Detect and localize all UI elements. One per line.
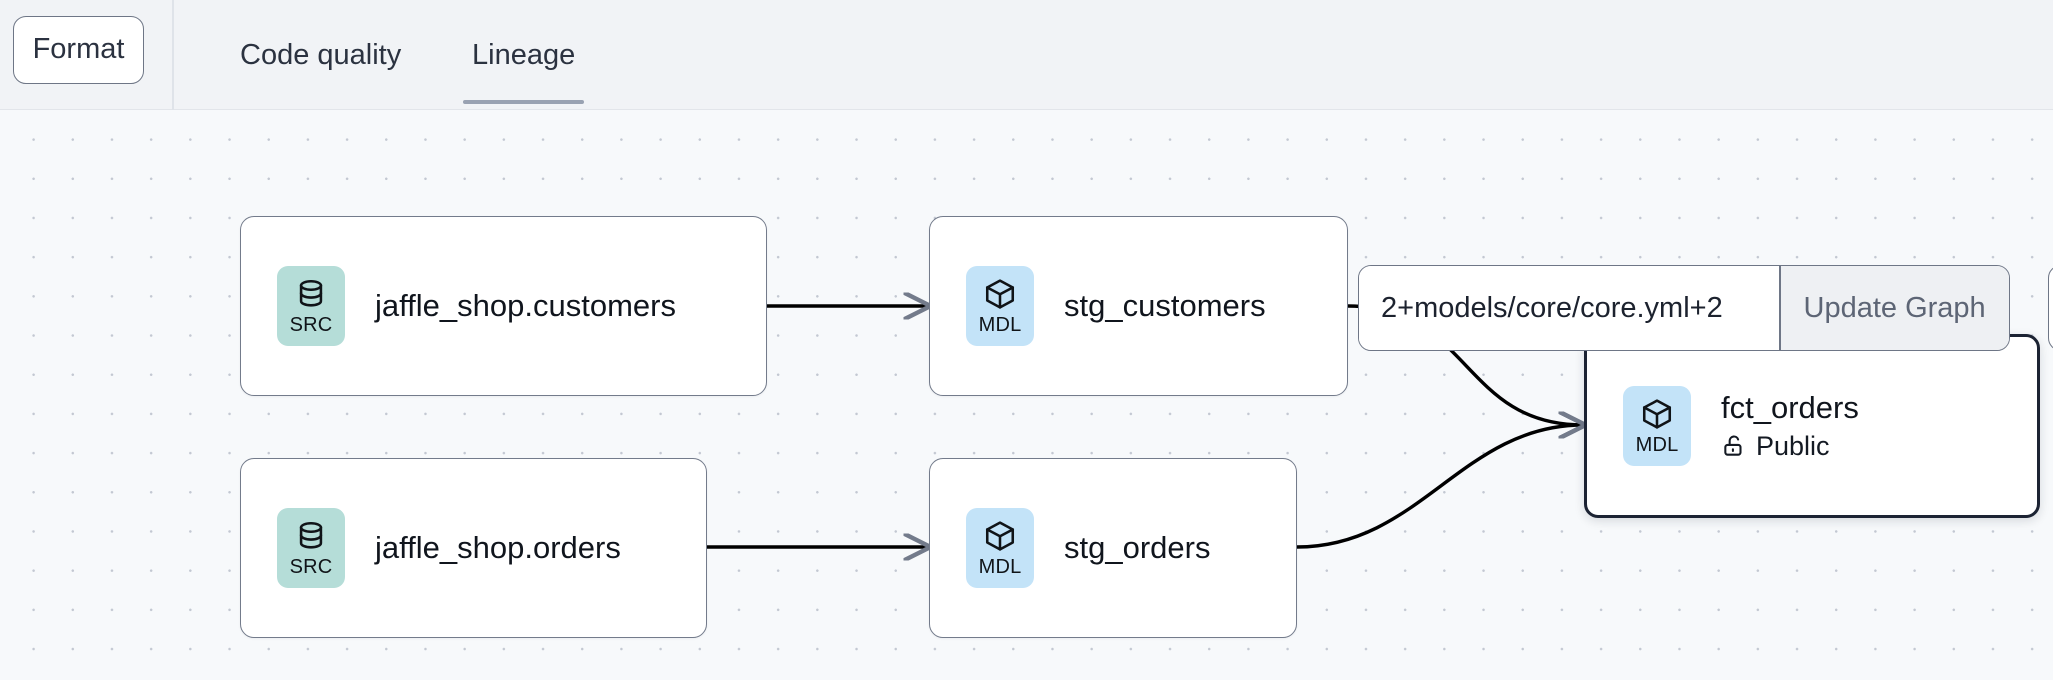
node-title: jaffle_shop.customers <box>375 287 676 323</box>
toolbar-divider <box>172 0 174 110</box>
badge-src: SRC <box>277 508 345 588</box>
badge-src-label: SRC <box>289 556 333 578</box>
selector-divider <box>1779 266 1781 350</box>
editor-toolbar: Format Code quality Lineage <box>0 0 2053 110</box>
canvas-side-control-cropped[interactable] <box>2048 265 2053 351</box>
badge-mdl-label: MDL <box>1635 434 1679 456</box>
node-body: jaffle_shop.customers <box>375 288 676 325</box>
graph-node-jaffle-shop-customers[interactable]: SRC jaffle_shop.customers <box>240 216 767 396</box>
tab-lineage[interactable]: Lineage <box>463 0 585 110</box>
node-body: stg_customers <box>1064 288 1266 325</box>
cube-icon <box>985 279 1015 309</box>
badge-mdl: MDL <box>966 266 1034 346</box>
node-body: stg_orders <box>1064 530 1210 567</box>
badge-mdl-label: MDL <box>978 556 1022 578</box>
graph-selector-input[interactable] <box>1359 266 1779 350</box>
node-title: stg_orders <box>1064 529 1211 565</box>
node-access-label: Public <box>1756 430 1830 461</box>
badge-mdl: MDL <box>1623 386 1691 466</box>
cube-icon <box>985 521 1015 551</box>
node-access-badge: Public <box>1721 431 1859 462</box>
node-body: jaffle_shop.orders <box>375 530 621 567</box>
badge-src-label: SRC <box>289 314 333 336</box>
badge-src: SRC <box>277 266 345 346</box>
tab-lineage-label: Lineage <box>472 38 576 71</box>
edge-stg-orders-to-fct-orders <box>1296 425 1583 549</box>
node-body: fct_orders Public <box>1721 390 1859 462</box>
graph-node-stg-orders[interactable]: MDL stg_orders <box>929 458 1297 638</box>
graph-selector-control: Update Graph <box>1358 265 2010 351</box>
graph-node-jaffle-shop-orders[interactable]: SRC jaffle_shop.orders <box>240 458 707 638</box>
badge-mdl: MDL <box>966 508 1034 588</box>
node-title: fct_orders <box>1721 390 1859 426</box>
graph-node-stg-customers[interactable]: MDL stg_customers <box>929 216 1348 396</box>
unlock-icon <box>1724 435 1742 456</box>
database-icon <box>299 521 323 549</box>
update-graph-button[interactable]: Update Graph <box>1780 266 2009 350</box>
tab-code-quality[interactable]: Code quality <box>240 0 401 110</box>
format-button[interactable]: Format <box>13 16 144 84</box>
cube-icon <box>1642 399 1672 429</box>
tab-active-underline <box>463 100 585 104</box>
database-icon <box>299 279 323 307</box>
lineage-canvas[interactable]: SRC jaffle_shop.customers MDL stg_custom… <box>0 110 2053 680</box>
tab-code-quality-label: Code quality <box>240 38 402 71</box>
node-title: stg_customers <box>1064 287 1266 323</box>
node-title: jaffle_shop.orders <box>375 529 621 565</box>
badge-mdl-label: MDL <box>978 314 1022 336</box>
graph-node-fct-orders[interactable]: MDL fct_orders Public <box>1584 334 2040 518</box>
